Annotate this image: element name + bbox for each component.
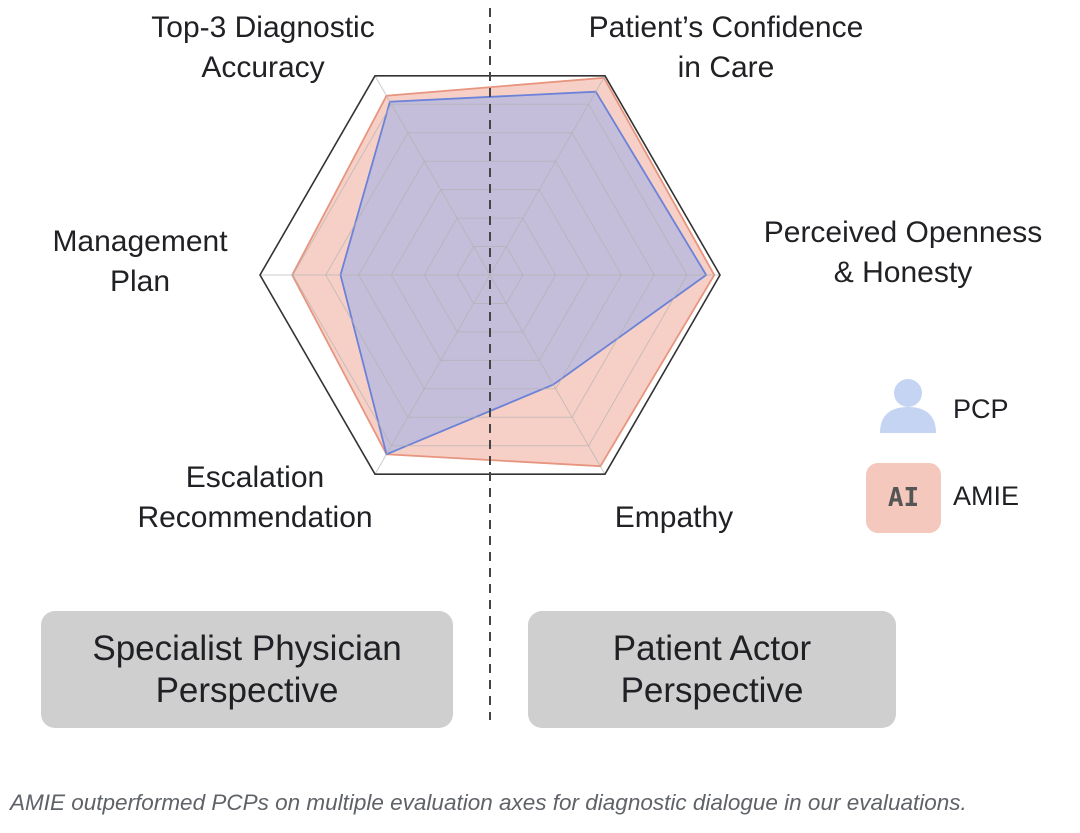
radar-outer-boundary	[259, 75, 721, 476]
axis-label-empathy: Empathy	[614, 501, 734, 534]
specialist-perspective-line-1: Specialist Physician	[92, 628, 402, 668]
figure-caption: AMIE outperformed PCPs on multiple evalu…	[10, 790, 967, 815]
grid-spoke-0	[489, 75, 606, 276]
axis-label-perceived-openness: Perceived Openness& Honesty	[763, 216, 1043, 289]
legend-pcp-icon	[880, 379, 936, 433]
grid-spoke-3	[374, 274, 491, 475]
patient-perspective-line-2: Perspective	[620, 670, 804, 710]
patient-perspective-box: Patient Actor Perspective	[528, 611, 896, 728]
grid-spoke-2	[489, 274, 606, 475]
legend-label-amie: AMIE	[953, 481, 1020, 511]
specialist-perspective-box: Specialist Physician Perspective	[41, 611, 453, 728]
specialist-perspective-line-2: Perspective	[155, 670, 339, 710]
legend-label-pcp: PCP	[953, 394, 1009, 424]
patient-perspective-line-1: Patient Actor	[612, 628, 812, 668]
grid-spoke-5	[374, 75, 491, 276]
legend-amie-badge-bg	[866, 463, 941, 533]
legend-amie-badge: AI	[887, 483, 920, 513]
